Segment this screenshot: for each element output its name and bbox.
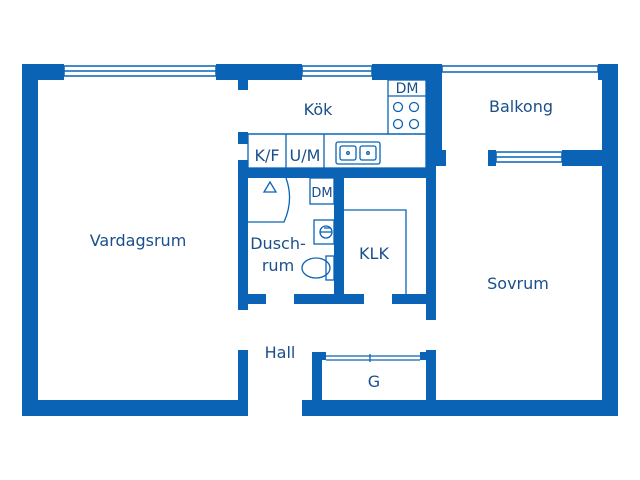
- counter-lower: [247, 133, 427, 169]
- wall-hall-left: [238, 350, 248, 416]
- wall-living-stub: [238, 80, 248, 90]
- label-sovrum: Sovrum: [487, 274, 549, 293]
- wall-top-mid1: [216, 64, 302, 80]
- walls: [22, 64, 618, 416]
- label-duschrum-2: rum: [262, 256, 294, 275]
- window-balcony-rail: [441, 65, 599, 73]
- wall-klk-bottom-b: [392, 294, 432, 304]
- wall-balcony-stub: [488, 150, 496, 166]
- wall-bottom-right: [302, 400, 618, 416]
- room-labels: Vardagsrum Kök Balkong Sovrum Hall Dusch…: [90, 81, 553, 391]
- windows: [63, 65, 599, 163]
- wall-bath-left: [238, 160, 248, 310]
- label-klk: KLK: [359, 244, 389, 263]
- label-hall: Hall: [265, 343, 296, 362]
- wall-sovrum-left-lower: [426, 350, 436, 416]
- label-um: U/M: [290, 146, 321, 165]
- label-kok: Kök: [304, 100, 333, 119]
- wall-balcony-bottom: [562, 150, 618, 166]
- wall-right-upper: [602, 64, 618, 166]
- washbasin-icon: [313, 219, 335, 245]
- wall-bath-bottom-a: [238, 294, 266, 304]
- wall-bottom-left: [22, 400, 248, 416]
- kitchen-fixtures: [247, 79, 427, 169]
- wall-klk-bottom-a: [334, 294, 364, 304]
- wall-g-left: [312, 352, 322, 416]
- bathroom-fixtures: [248, 177, 407, 294]
- wall-bath-top: [238, 168, 428, 178]
- sink-icon: [335, 141, 381, 165]
- label-g: G: [368, 372, 380, 391]
- wall-sovrum-left-upper: [426, 150, 436, 320]
- wall-g-top-b: [420, 352, 436, 360]
- label-vardagsrum: Vardagsrum: [90, 231, 187, 250]
- wall-kitchen-right: [426, 64, 442, 166]
- label-dm-kitchen: DM: [396, 81, 419, 97]
- wardrobe-doors: [326, 354, 420, 362]
- stove-icon: [392, 101, 420, 130]
- label-dm-bath: DM: [311, 186, 332, 201]
- dm-bath-box: [309, 177, 335, 205]
- dishwasher-box: [387, 79, 427, 135]
- wall-top-mid2: [372, 64, 440, 80]
- klk-shelf: [344, 209, 407, 294]
- label-kf: K/F: [254, 146, 279, 165]
- wall-kitchen-left: [238, 132, 248, 144]
- wall-right-lower: [602, 150, 618, 416]
- wall-left: [22, 64, 38, 416]
- label-balkong: Balkong: [489, 97, 553, 116]
- label-duschrum-1: Dusch-: [250, 234, 306, 253]
- shower-icon: [248, 177, 291, 223]
- wall-bath-bottom-b: [294, 294, 344, 304]
- wall-bath-klk: [334, 178, 344, 300]
- toilet-icon: [301, 255, 335, 281]
